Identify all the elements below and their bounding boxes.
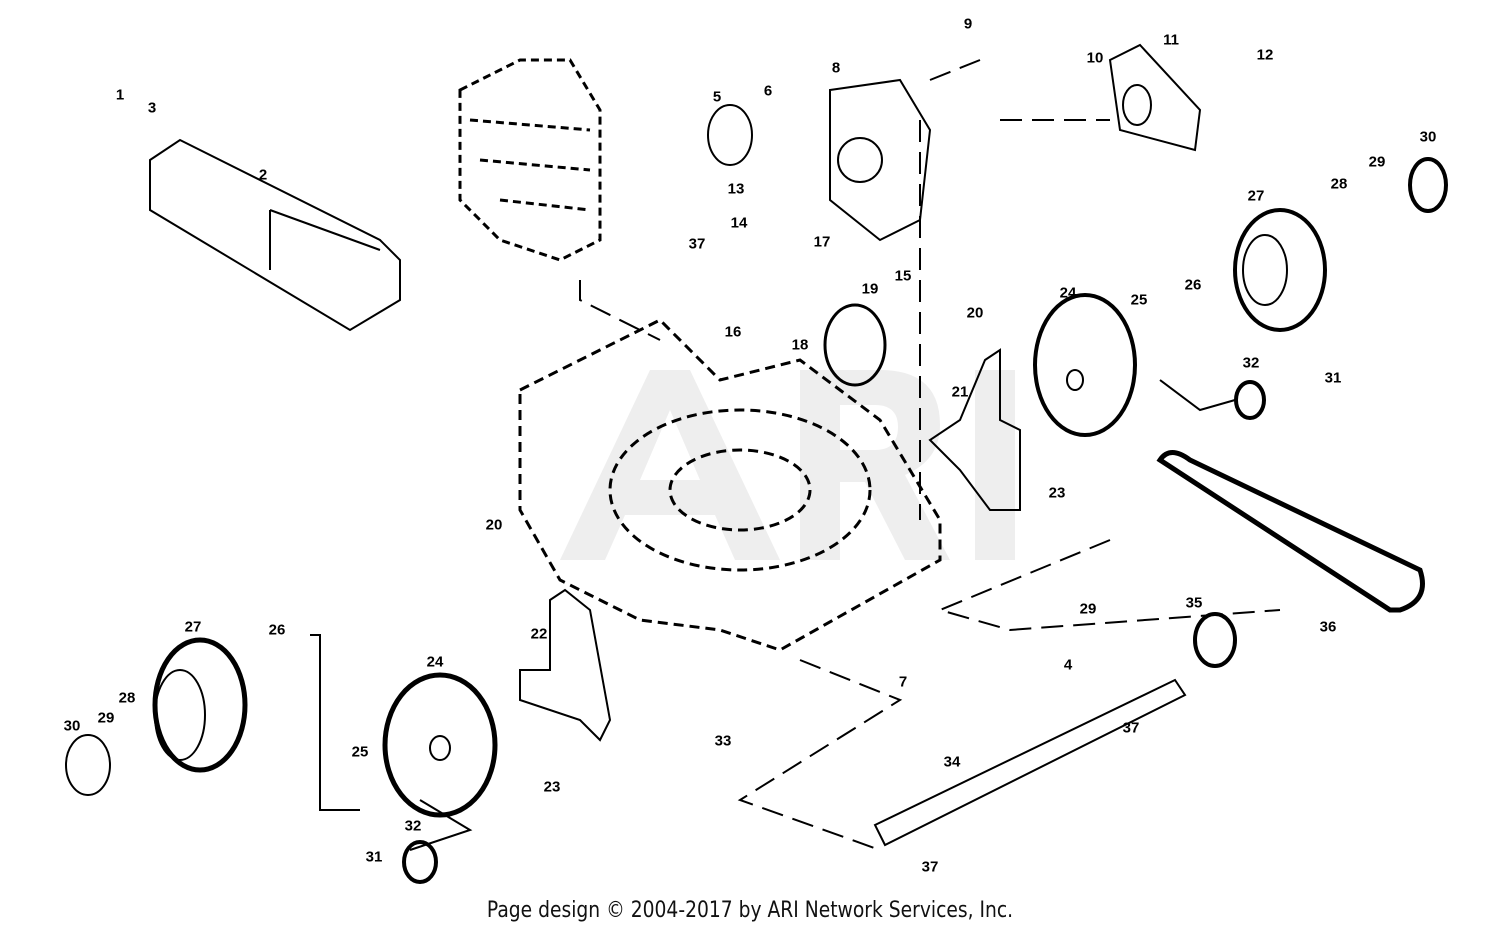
part-label: 25 (351, 743, 369, 761)
part-label: 11 (1163, 31, 1179, 49)
axle-part-34 (873, 678, 1187, 847)
part-label: 29 (1368, 153, 1386, 171)
part-label: 16 (724, 323, 742, 341)
part-label: 23 (1048, 484, 1066, 502)
part-label: 31 (365, 848, 383, 866)
part-label: 5 (712, 88, 722, 106)
part-label: 22 (530, 625, 548, 643)
leader-line (310, 634, 360, 811)
wheel-part-27 (1233, 208, 1327, 332)
part-label: 24 (1059, 284, 1077, 302)
part-label: 13 (727, 180, 745, 198)
part-label: 37 (921, 858, 939, 876)
part-label: 9 (963, 15, 973, 33)
drive-wheel-part-24 (1033, 293, 1137, 437)
drive-wheel-part-24-left (382, 672, 498, 818)
bracket-part-22 (519, 588, 612, 742)
part-label: 20 (485, 516, 503, 534)
part-label: 15 (894, 267, 912, 285)
leader-lines (579, 59, 1281, 851)
part-label: 19 (861, 280, 879, 298)
part-label: 33 (714, 732, 732, 750)
rear-cover-part-2 (149, 138, 401, 332)
part-label: 25 (1130, 291, 1148, 309)
part-label: 3 (147, 99, 157, 117)
bracket-part-8 (829, 78, 932, 242)
engine-outline (458, 58, 602, 262)
part-label: 6 (763, 82, 773, 100)
part-label: 26 (268, 621, 286, 639)
part-label: 36 (1319, 618, 1337, 636)
part-label: 28 (118, 689, 136, 707)
part-label: 29 (97, 709, 115, 727)
part-label: 4 (1063, 656, 1073, 674)
part-label: 37 (1122, 719, 1140, 737)
part-label: 26 (1184, 276, 1202, 294)
part-label: 24 (426, 653, 444, 671)
part-label: 28 (1330, 175, 1348, 193)
part-label: 8 (831, 59, 841, 77)
wheel-part-27-left (152, 637, 248, 773)
belt-part-36 (1156, 450, 1425, 613)
part-label: 32 (404, 817, 422, 835)
part-label: 20 (966, 304, 984, 322)
mower-deck-outline (518, 318, 942, 652)
part-label: 35 (1185, 594, 1203, 612)
part-label: 27 (1247, 187, 1265, 205)
part-label: 14 (730, 214, 748, 232)
plate-part-10 (1108, 43, 1202, 152)
part-label: 18 (791, 336, 809, 354)
part-label: 34 (943, 753, 961, 771)
part-label: 17 (813, 233, 831, 251)
part-label: 21 (951, 383, 969, 401)
part-label: 32 (1242, 354, 1260, 372)
part-label: 10 (1086, 49, 1104, 67)
pulley-part-5 (707, 104, 753, 166)
part-label: 7 (898, 673, 908, 691)
part-label: 31 (1324, 369, 1342, 387)
copyright-footer: Page design © 2004-2017 by ARI Network S… (486, 898, 1014, 923)
part-label: 30 (1419, 128, 1437, 146)
part-label: 29 (1079, 600, 1097, 618)
pulley-part-19 (823, 303, 887, 387)
part-label: 27 (184, 618, 202, 636)
watermark-logo (560, 370, 1015, 560)
part-label: 12 (1256, 46, 1274, 64)
part-label: 23 (543, 778, 561, 796)
part-label: 2 (258, 166, 268, 184)
part-label: 30 (63, 717, 81, 735)
bracket-part-21 (928, 348, 1021, 511)
part-label: 37 (688, 235, 706, 253)
part-label: 1 (115, 86, 125, 104)
